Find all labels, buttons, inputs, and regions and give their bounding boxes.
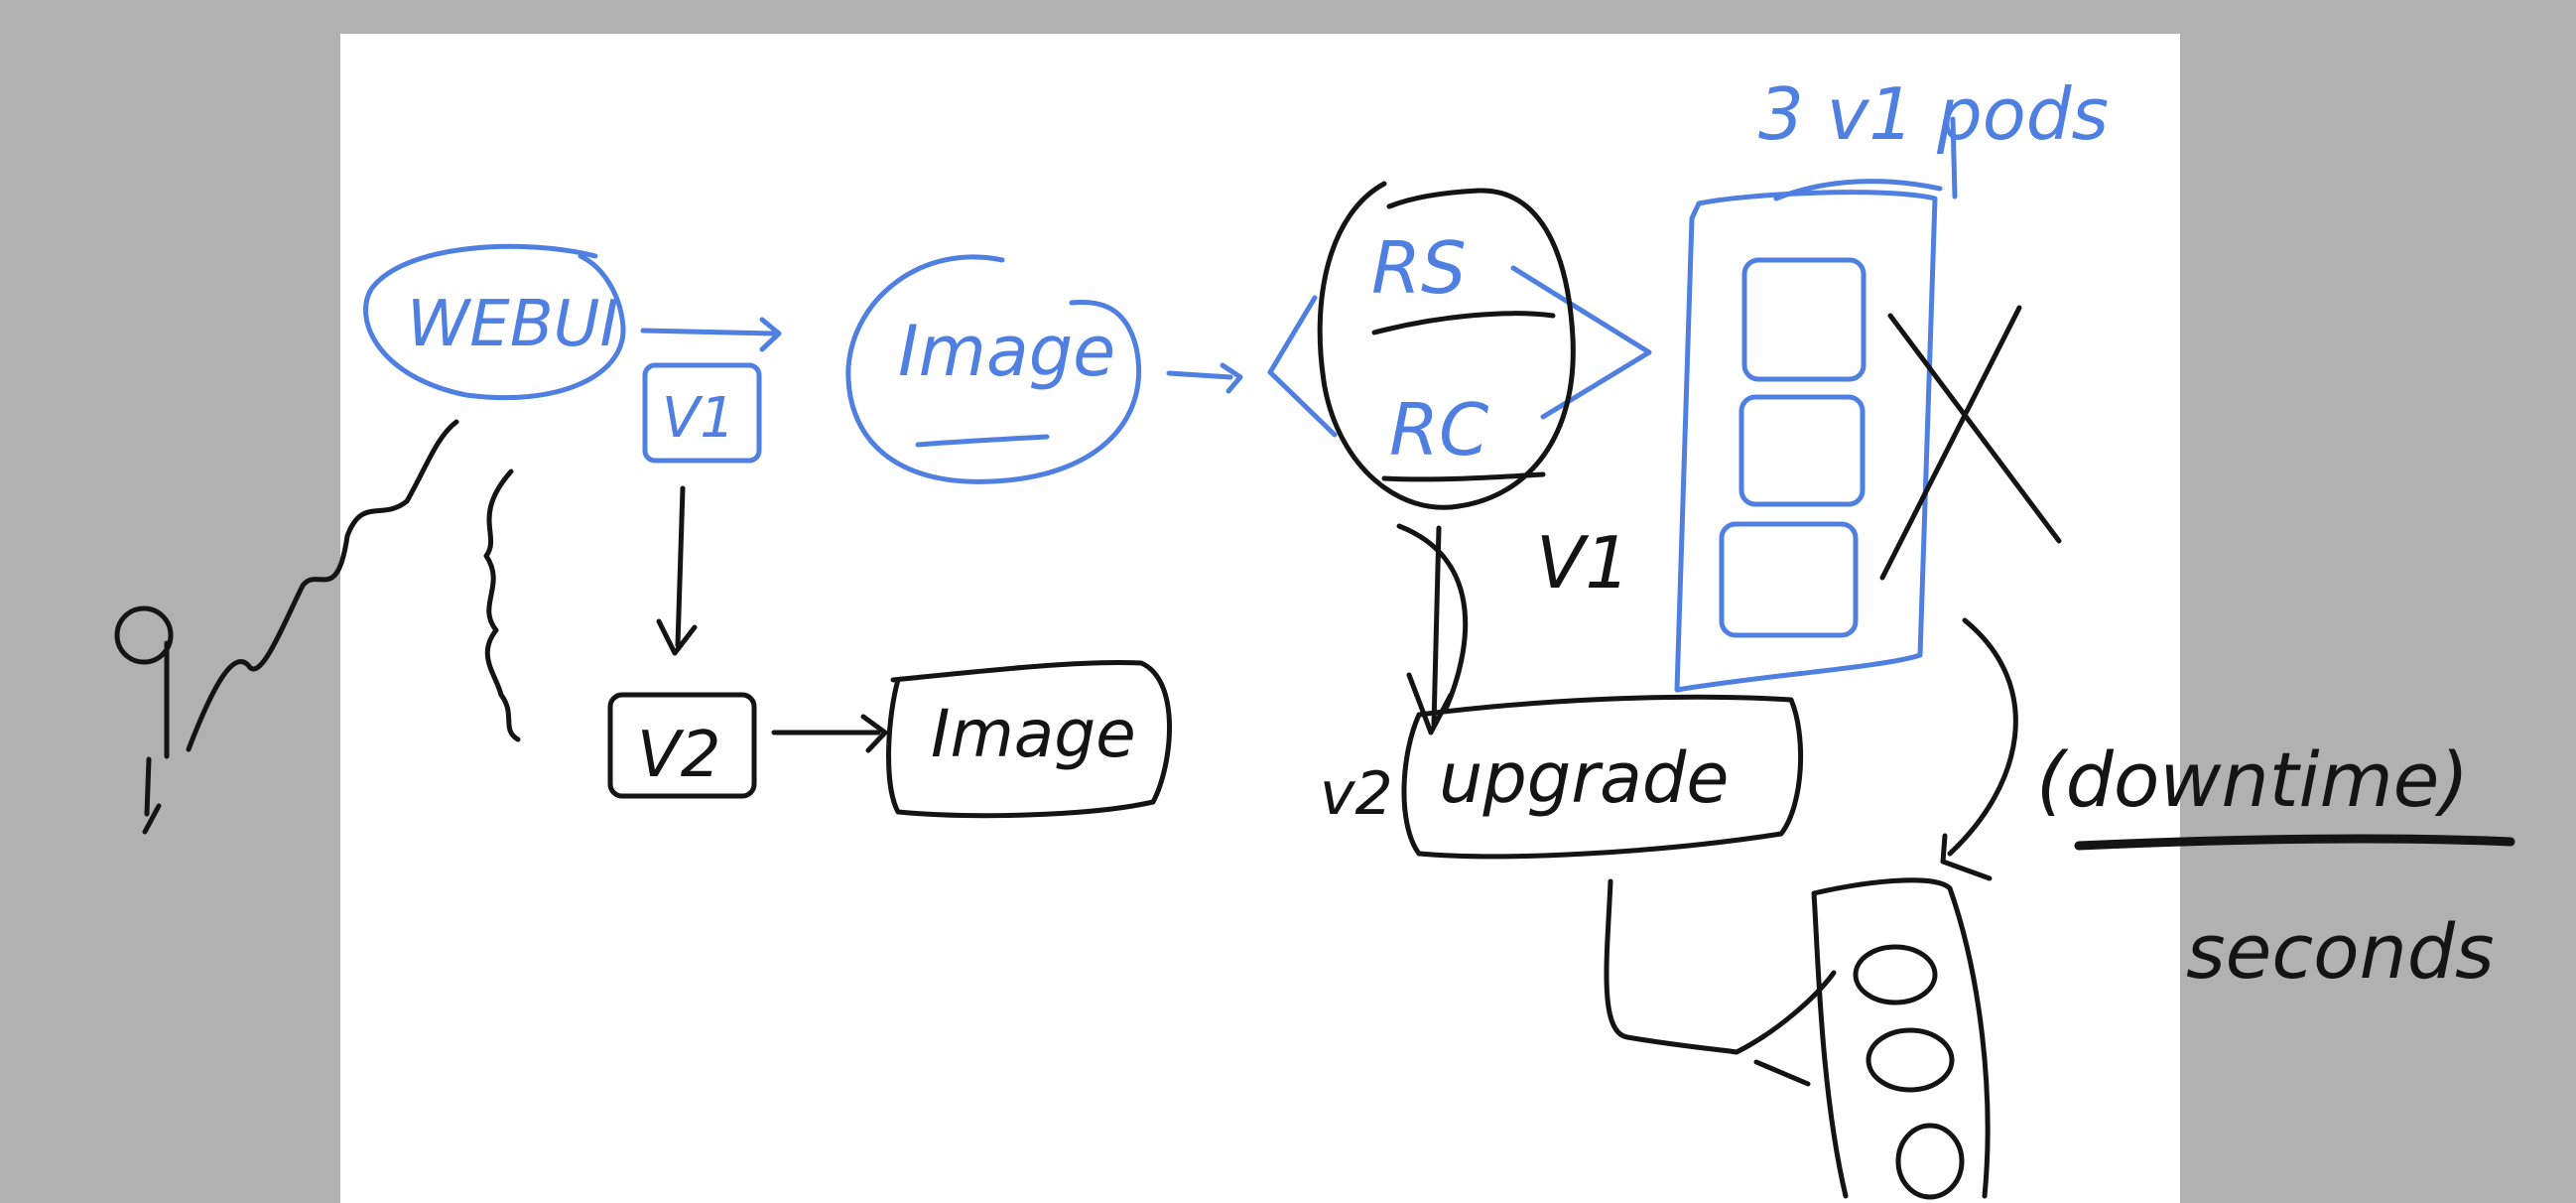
- rs-rc-ellipse: [1317, 181, 1576, 510]
- v2-box: V2: [607, 692, 757, 799]
- image-to-rs-arrow: [1166, 362, 1243, 394]
- seconds-label: seconds: [2186, 907, 2495, 996]
- image-blue-label: Image: [898, 311, 1115, 392]
- chevron-left: [1267, 295, 1338, 438]
- user-to-webui-squiggle: [186, 419, 459, 752]
- upgrade-label: upgrade: [1439, 737, 1729, 819]
- new-pod-2: [1866, 1027, 1955, 1093]
- pods-container: [1674, 179, 1943, 693]
- pod-3: [1719, 521, 1859, 638]
- upgrade-to-new-pods-line: [1604, 878, 1837, 1055]
- new-pod-3: [1895, 1123, 1965, 1200]
- v1-to-v2-arrow: [656, 485, 698, 656]
- downtime-note: (downtime): [2036, 735, 2515, 851]
- pods-title-pointer: [1950, 116, 1958, 200]
- chevron-right: [1510, 265, 1652, 420]
- image-black-label: Image: [931, 696, 1136, 772]
- webui-to-v1-arrow: [640, 317, 782, 352]
- v1-box: V1: [642, 362, 762, 464]
- webui-label: WEBUI: [407, 288, 618, 361]
- new-pods-tick: [1753, 1059, 1811, 1087]
- pod-1: [1741, 257, 1867, 382]
- v2-to-image-arrow: [771, 714, 888, 753]
- rc-label: RC: [1389, 388, 1489, 471]
- wavy-line: [483, 468, 521, 742]
- whiteboard-page: [340, 34, 2180, 1203]
- new-pod-1: [1853, 944, 1938, 1005]
- rc-to-upgrade-arrow: [1396, 523, 1469, 735]
- pods-cross: [1879, 305, 2062, 581]
- rs-label: RS: [1371, 226, 1467, 310]
- user-stick-figure: [114, 605, 174, 835]
- upgrade-box: upgrade: [1401, 694, 1804, 860]
- v2-side-label: v2: [1320, 759, 1393, 829]
- webui-bubble: WEBUI: [363, 243, 626, 401]
- pod-2: [1739, 394, 1866, 507]
- v1-box-label: V1: [662, 386, 735, 451]
- downtime-label: (downtime): [2036, 735, 2469, 824]
- pods-title: 3 v1 pods: [1758, 72, 2109, 156]
- v2-box-label: V2: [637, 719, 721, 792]
- pods-to-new-pods-arrow: [1940, 617, 2018, 881]
- image-bubble-blue: Image: [845, 254, 1142, 484]
- new-pods-container: [1811, 877, 1991, 1200]
- image-box-black: Image: [886, 659, 1172, 819]
- v1-side-label: V1: [1536, 521, 1630, 604]
